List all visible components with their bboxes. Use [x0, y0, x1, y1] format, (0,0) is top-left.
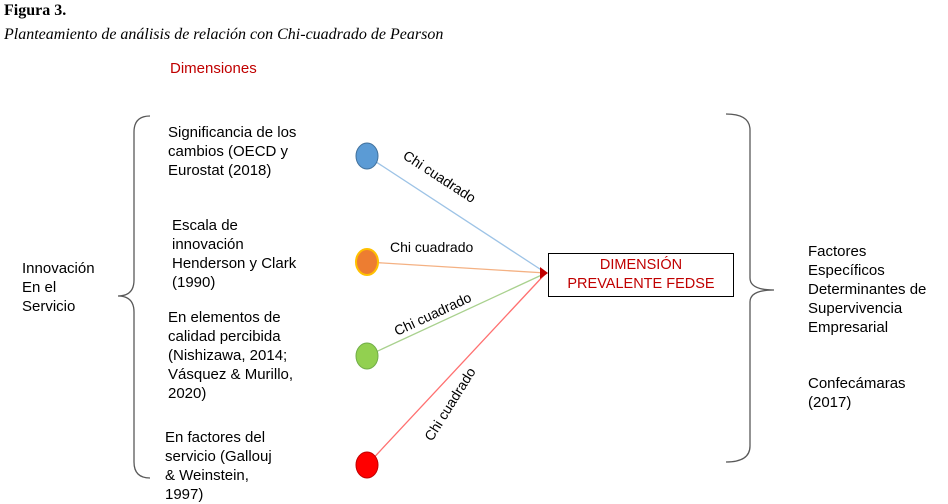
item-line: En factores del	[165, 429, 266, 446]
edge-label-3: Chi cuadrado	[392, 289, 474, 339]
right-source-line: Confecámaras	[808, 375, 906, 392]
connector-line-3	[366, 272, 547, 357]
node-orange	[355, 248, 379, 276]
right-brace	[725, 113, 775, 463]
connector-line-2	[366, 261, 547, 274]
node-red	[355, 451, 379, 479]
right-source: Confecámaras (2017)	[808, 374, 948, 412]
item-line: 2020)	[168, 385, 207, 402]
right-source-line: (2017)	[808, 394, 852, 411]
item-line: Escala de	[172, 217, 238, 234]
left-label-line: Innovación	[22, 260, 95, 277]
left-label-line: En el	[22, 279, 57, 296]
item-line: Eurostat (2018)	[168, 162, 272, 179]
arrow-head	[540, 267, 548, 279]
right-label-line: Determinantes de	[808, 281, 927, 298]
figure-label: Figura 3.	[4, 2, 67, 19]
item-line: calidad percibida	[168, 328, 281, 345]
item-line: Henderson y Clark	[172, 255, 297, 272]
item-line: 1997)	[165, 486, 204, 503]
box-line: DIMENSIÓN	[599, 257, 683, 273]
connector-line-4	[366, 272, 547, 466]
connector-line-1	[366, 155, 547, 274]
edge-label-1: Chi cuadrado	[400, 147, 479, 206]
left-label-line: Servicio	[22, 298, 76, 315]
right-label-line: Supervivencia	[808, 300, 903, 317]
dimension-item-significancia: Significancia de los cambios (OECD y Eur…	[168, 123, 338, 180]
right-label-line: Específicos	[808, 262, 885, 279]
right-label: Factores Específicos Determinantes de Su…	[808, 242, 948, 337]
item-line: servicio (Gallouj	[165, 448, 272, 465]
right-label-line: Factores	[808, 243, 867, 260]
left-label: Innovación En el Servicio	[22, 259, 122, 316]
item-line: innovación	[172, 236, 244, 253]
prevalent-dimension-box: DIMENSIÓN PREVALENTE FEDSE	[548, 253, 734, 297]
item-line: & Weinstein,	[165, 467, 249, 484]
item-line: (1990)	[172, 274, 216, 291]
dimension-item-servicio: En factores del servicio (Gallouj & Wein…	[165, 428, 335, 504]
node-blue	[355, 142, 379, 170]
item-line: (Nishizawa, 2014;	[168, 347, 288, 364]
figure-title: Planteamiento de análisis de relación co…	[4, 26, 444, 43]
node-green	[355, 342, 379, 370]
item-line: En elementos de	[168, 309, 281, 326]
left-brace	[117, 115, 151, 479]
dimensions-header: Dimensiones	[170, 60, 257, 77]
dimension-item-calidad: En elementos de calidad percibida (Nishi…	[168, 308, 338, 403]
item-line: Significancia de los	[168, 124, 297, 141]
box-line: PREVALENTE FEDSE	[567, 276, 715, 292]
item-line: Vásquez & Murillo,	[168, 366, 294, 383]
edge-label-2: Chi cuadrado	[390, 239, 473, 255]
item-line: cambios (OECD y	[168, 143, 289, 160]
dimension-item-escala: Escala de innovación Henderson y Clark (…	[172, 216, 342, 292]
right-label-line: Empresarial	[808, 319, 889, 336]
